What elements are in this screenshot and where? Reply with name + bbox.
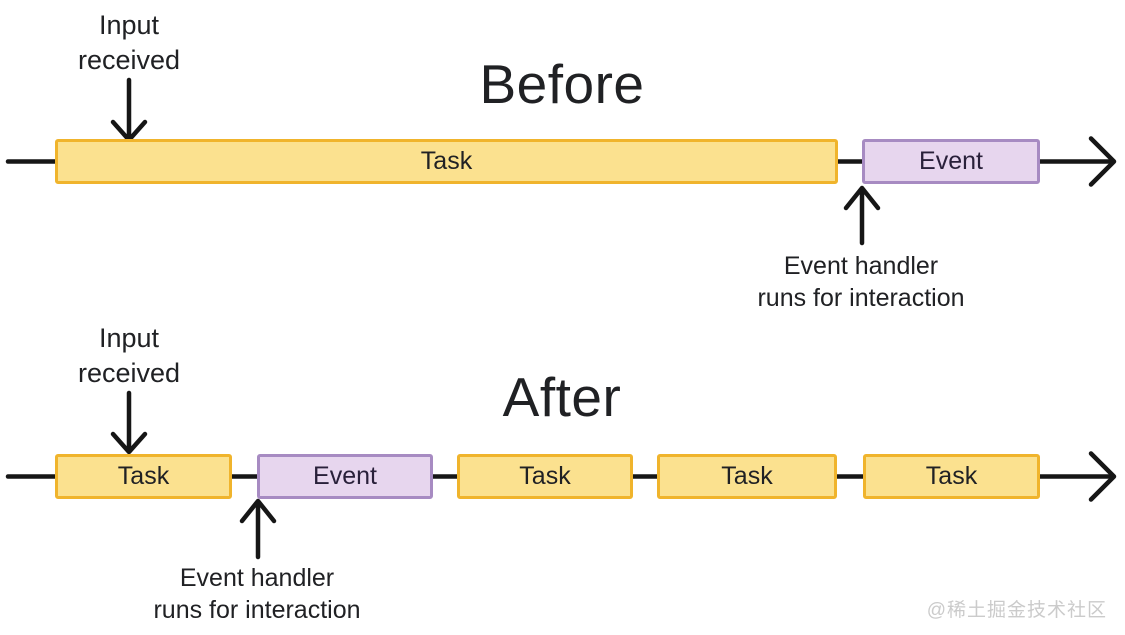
before-handler-label-line1: Event handler xyxy=(783,252,939,280)
after-task-box-2: Task xyxy=(457,454,633,499)
after-input-label-line2: received xyxy=(77,357,181,388)
before-right-arrowhead-icon xyxy=(1088,136,1117,187)
after-task-box-3-label: Task xyxy=(721,462,773,490)
before-title: Before xyxy=(479,53,645,115)
after-task-box-1: Task xyxy=(55,454,232,499)
before-event-box: Event xyxy=(862,139,1040,184)
before-task-bar-label: Task xyxy=(420,147,473,175)
after-handler-label-line2: runs for interaction xyxy=(153,596,361,624)
after-event-box: Event xyxy=(257,454,433,499)
after-handler-label-line1: Event handler xyxy=(179,564,335,592)
after-task-box-1-label: Task xyxy=(117,462,170,490)
after-task-box-2-label: Task xyxy=(519,462,571,490)
after-input-label-line1: Input xyxy=(98,323,160,353)
before-handler-arrow-icon xyxy=(843,185,881,246)
before-handler-label: Event handler runs for interaction xyxy=(701,250,1021,314)
after-input-label: Input received xyxy=(29,321,229,390)
after-task-box-4: Task xyxy=(863,454,1040,499)
after-input-arrow-icon xyxy=(110,390,148,455)
before-input-label-line1: Input xyxy=(98,10,160,40)
before-handler-label-line2: runs for interaction xyxy=(757,284,965,312)
after-task-box-3: Task xyxy=(657,454,837,499)
before-input-label-line2: received xyxy=(77,44,181,75)
after-handler-arrow-icon xyxy=(239,498,277,560)
before-input-label: Input received xyxy=(29,8,229,77)
after-event-box-label: Event xyxy=(313,462,377,490)
before-input-arrow-icon xyxy=(110,77,148,143)
after-title: After xyxy=(502,366,622,428)
after-handler-label: Event handler runs for interaction xyxy=(97,562,417,626)
after-right-arrowhead-icon xyxy=(1088,451,1117,502)
before-task-bar: Task xyxy=(55,139,838,184)
after-task-box-4-label: Task xyxy=(925,462,978,490)
watermark: @稀土掘金技术社区 xyxy=(926,600,1107,621)
before-event-box-label: Event xyxy=(919,147,983,175)
